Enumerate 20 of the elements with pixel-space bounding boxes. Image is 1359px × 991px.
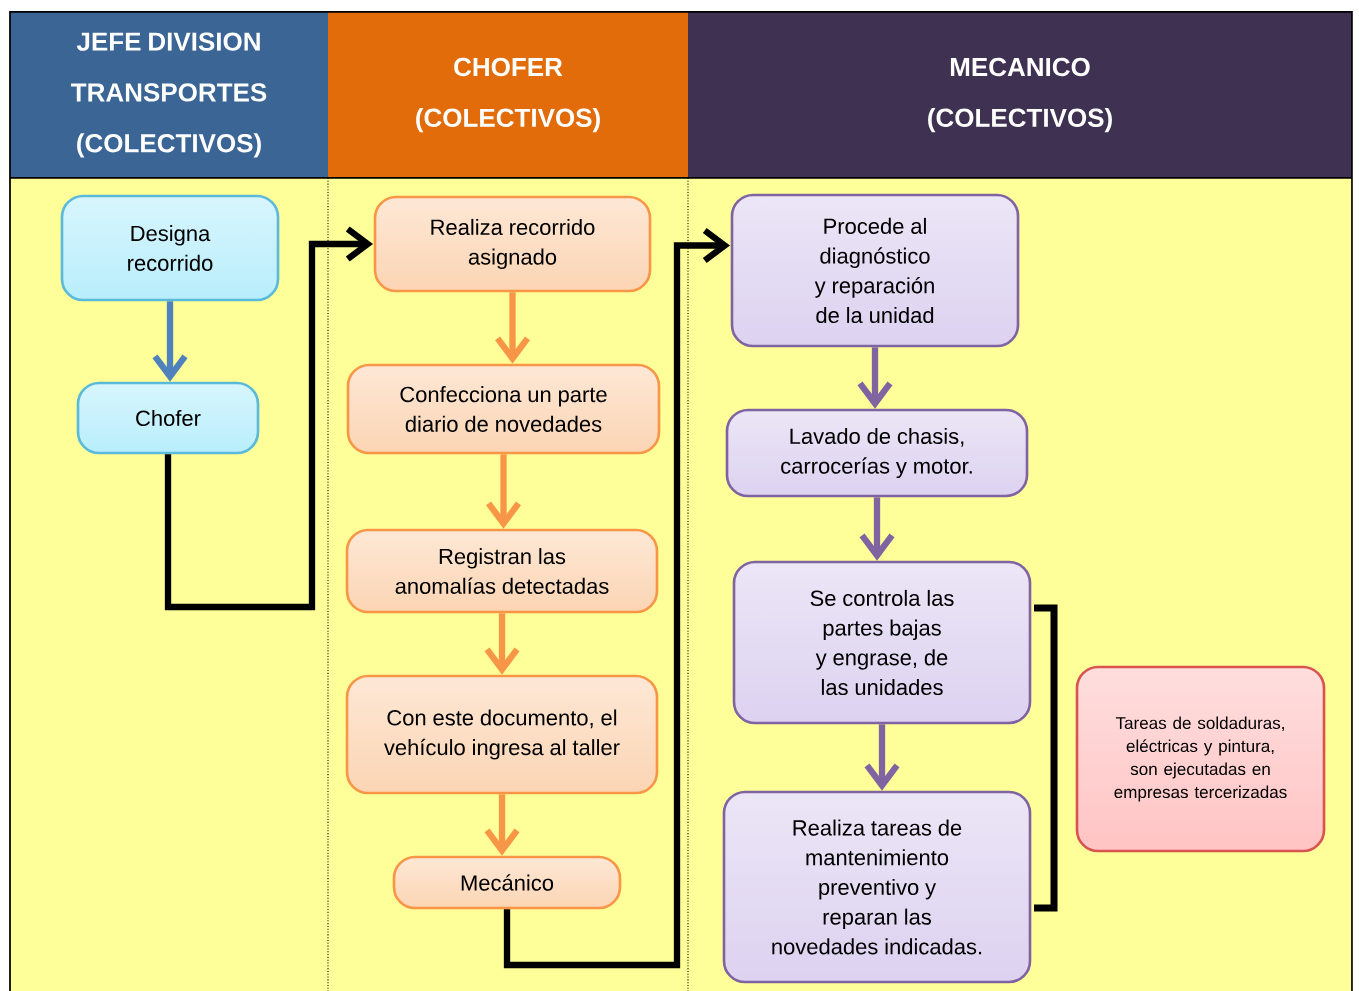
- arrow: [494, 292, 531, 364]
- process-box: Mecánico: [392, 855, 622, 910]
- process-box: Lavado de chasis, carrocerías y motor.: [725, 408, 1029, 498]
- node-label: JEFE DIVISION TRANSPORTES (COLECTIVOS): [71, 32, 267, 158]
- arrow: [485, 454, 522, 529]
- arrow: [503, 227, 730, 969]
- process-box: Procede al diagnóstico y reparación de la unidad: [730, 193, 1020, 348]
- node-label: MECANICO (COLECTIVOS): [928, 57, 1112, 133]
- process-box: Realiza recorrido asignado: [373, 195, 652, 293]
- arrow: [152, 301, 188, 382]
- process-box: Confecciona un parte diario de novedades: [346, 363, 661, 455]
- process-box: Se controla las partes bajas y engrase, de las unidades: [732, 560, 1032, 725]
- process-box: Realiza tareas de mantenimiento preventivo y reparan las novedades indicadas.: [722, 790, 1032, 984]
- node-label: CHOFER (COLECTIVOS): [416, 57, 600, 133]
- arrow: [164, 226, 373, 611]
- process-box: Chofer: [76, 381, 260, 455]
- process-box: Registran las anomalías detectadas: [345, 528, 659, 614]
- note-box: Tareas de soldaduras, eléctricas y pintura, son ejecutadas en empresas tercerizadas: [1075, 665, 1326, 853]
- process-box: Con este documento, el vehículo ingresa al taller: [345, 674, 659, 795]
- process-box: Designa recorrido: [60, 194, 280, 302]
